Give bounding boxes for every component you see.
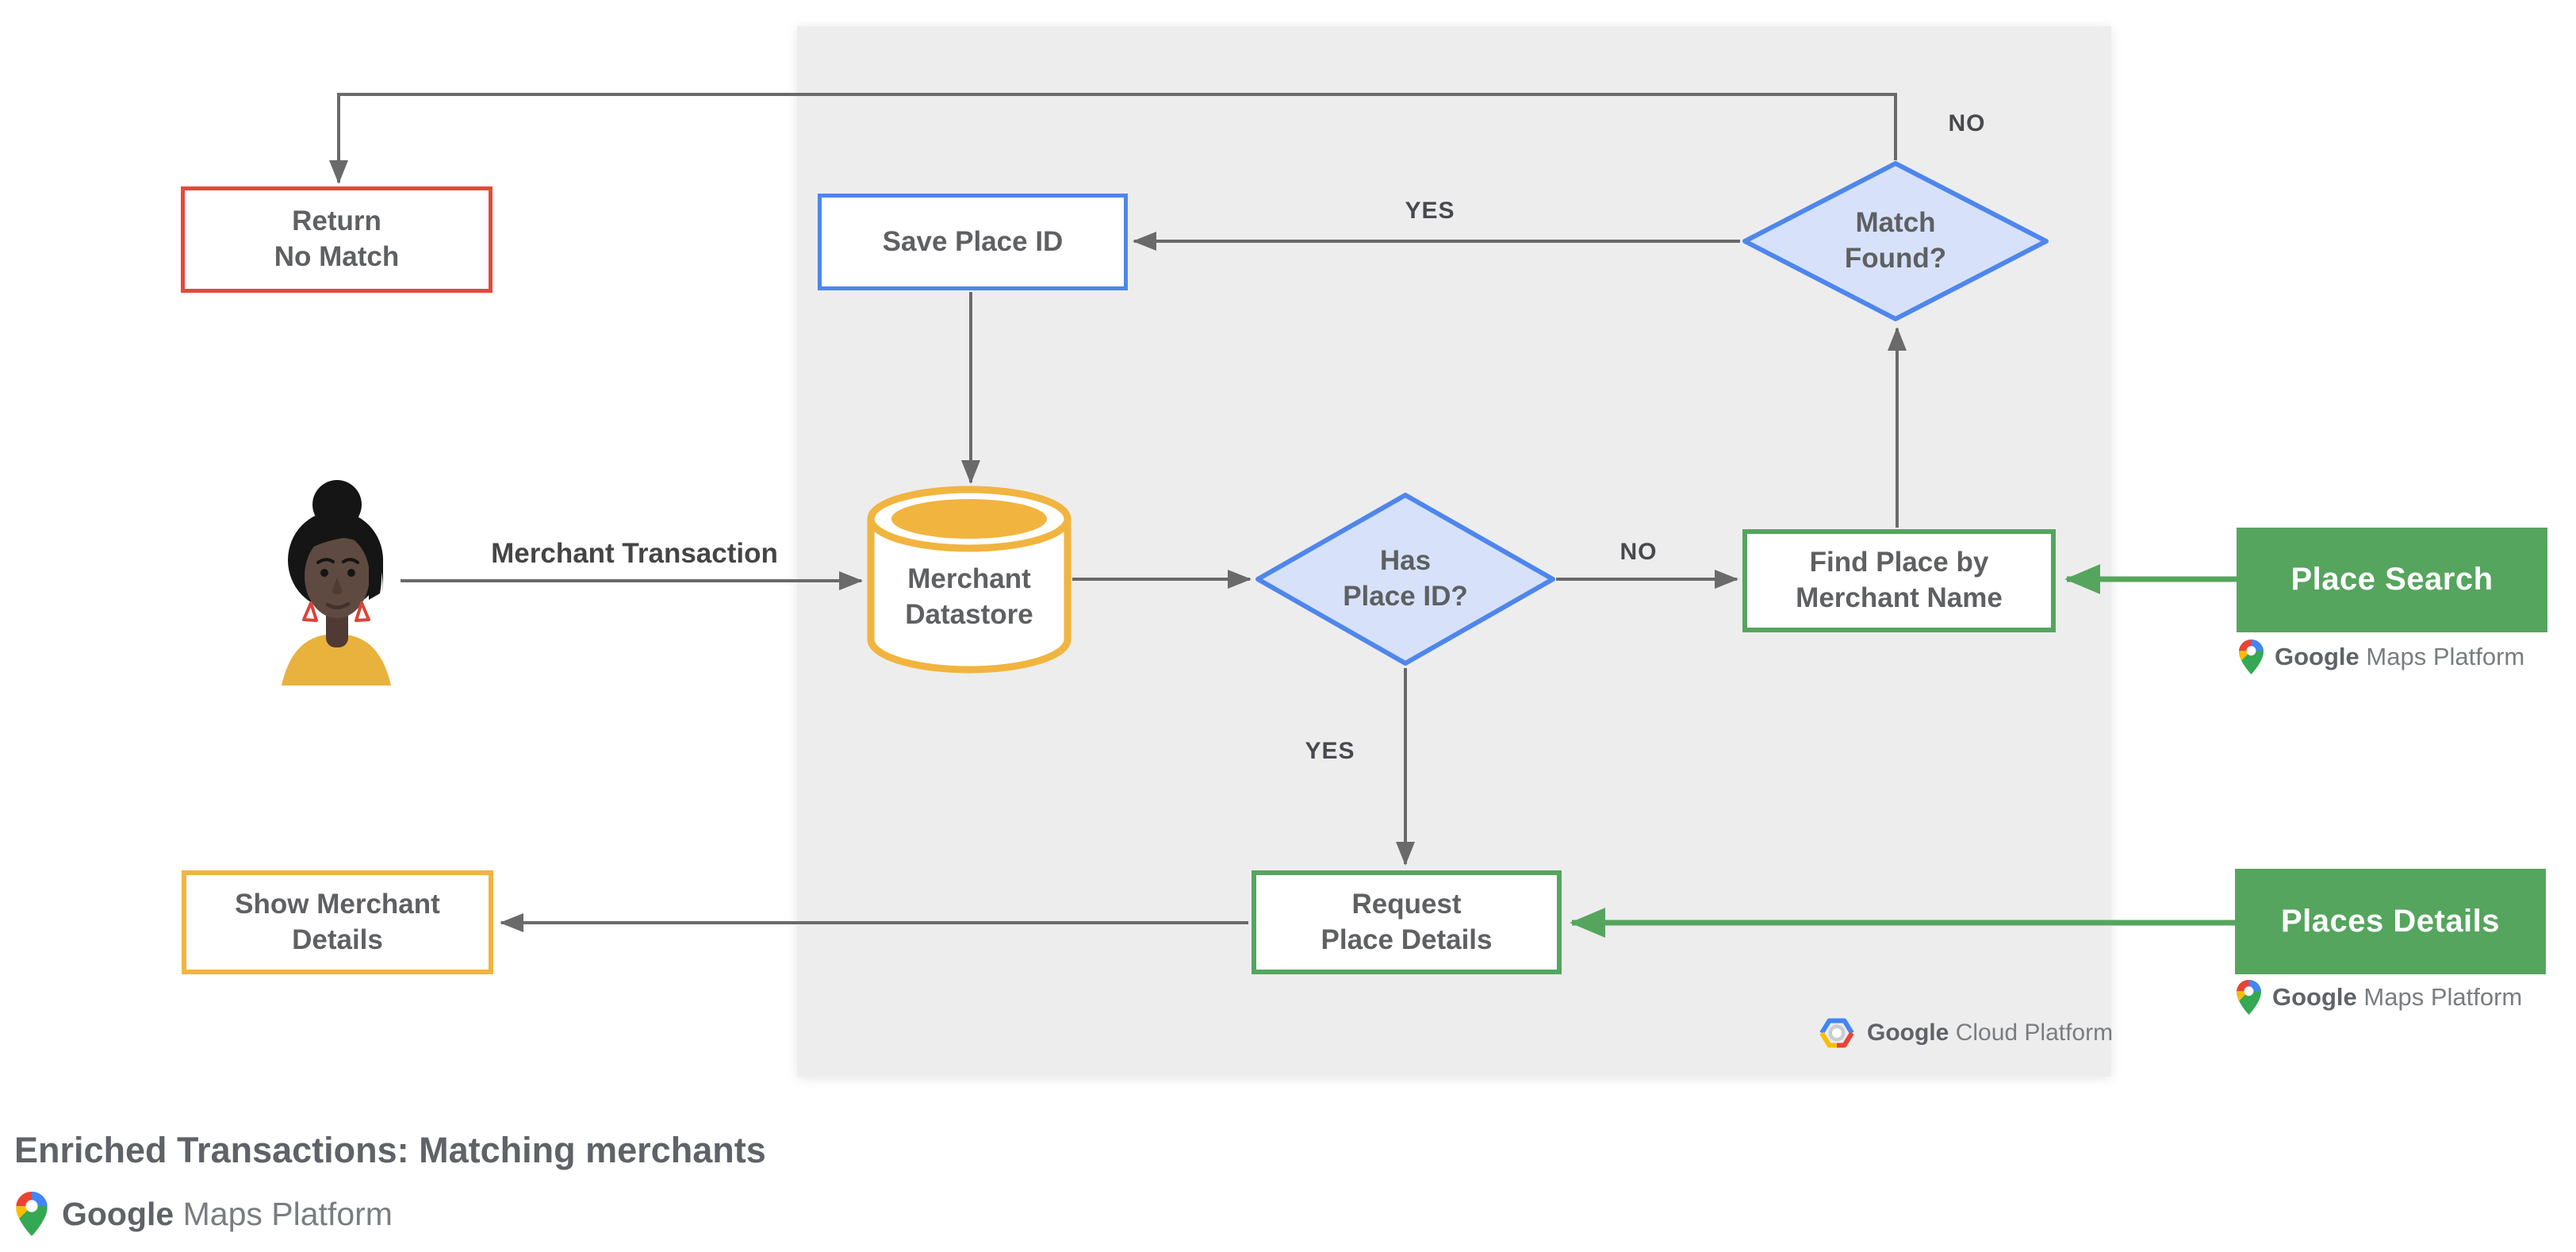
cloud-platform-brand: Google Cloud Platform — [1819, 1018, 2113, 1048]
edge-label-has-place-id-no: NO — [1620, 539, 1658, 565]
diamond-shape — [1742, 161, 2049, 321]
node-save-place-id: Save Place ID — [818, 194, 1128, 290]
brand-rest: Cloud Platform — [1955, 1020, 2114, 1046]
flow-label-merchant-transaction: Merchant Transaction — [491, 538, 778, 569]
edge-label-match-found-no: NO — [1948, 110, 1986, 136]
node-match-found-decision: Match Found? — [1742, 160, 2049, 322]
node-show-merchant-details: Show Merchant Details — [182, 870, 493, 974]
consumer-avatar — [282, 480, 391, 686]
brand-rest: Maps Platform — [182, 1195, 393, 1232]
maps-pin-icon — [16, 1192, 48, 1236]
datastore-label: Merchant Datastore — [905, 563, 1033, 630]
arrow-match-found-no-to-return — [329, 93, 1897, 184]
diamond-shape — [1255, 493, 1555, 666]
maps-pin-icon — [2237, 980, 2261, 1015]
decision-label: Match Found? — [1844, 207, 1947, 274]
edge-label-match-found-yes: YES — [1405, 198, 1455, 224]
edge-label-has-place-id-yes: YES — [1305, 738, 1355, 764]
node-find-place-by-merchant-name: Find Place by Merchant Name — [1742, 529, 2056, 632]
page-title: Enriched Transactions: Matching merchant… — [14, 1130, 766, 1170]
node-return-no-match: Return No Match — [181, 186, 493, 293]
node-request-place-details: Request Place Details — [1252, 870, 1562, 974]
brand-rest: Maps Platform — [2363, 983, 2523, 1011]
maps-platform-brand-footer: Google Maps Platform — [16, 1192, 393, 1236]
brand-rest: Maps Platform — [2366, 643, 2525, 670]
datastore-cylinder-shape — [867, 486, 1071, 674]
maps-platform-brand: Google Maps Platform — [2239, 639, 2524, 674]
brand-google: Google — [2272, 983, 2357, 1011]
node-has-place-id-decision: Has Place ID? — [1255, 492, 1556, 666]
brand-google: Google — [2275, 643, 2359, 670]
node-places-details-api: Places Details — [2235, 869, 2546, 974]
node-place-search-api: Place Search — [2237, 528, 2547, 632]
cloud-hexagon-icon — [1819, 1018, 1854, 1048]
maps-platform-brand: Google Maps Platform — [2237, 980, 2522, 1015]
decision-label: Has Place ID? — [1343, 545, 1468, 612]
brand-google: Google — [62, 1195, 174, 1232]
brand-google: Google — [1867, 1020, 1949, 1046]
node-merchant-datastore: Merchant Datastore — [867, 486, 1071, 674]
maps-pin-icon — [2239, 639, 2264, 674]
